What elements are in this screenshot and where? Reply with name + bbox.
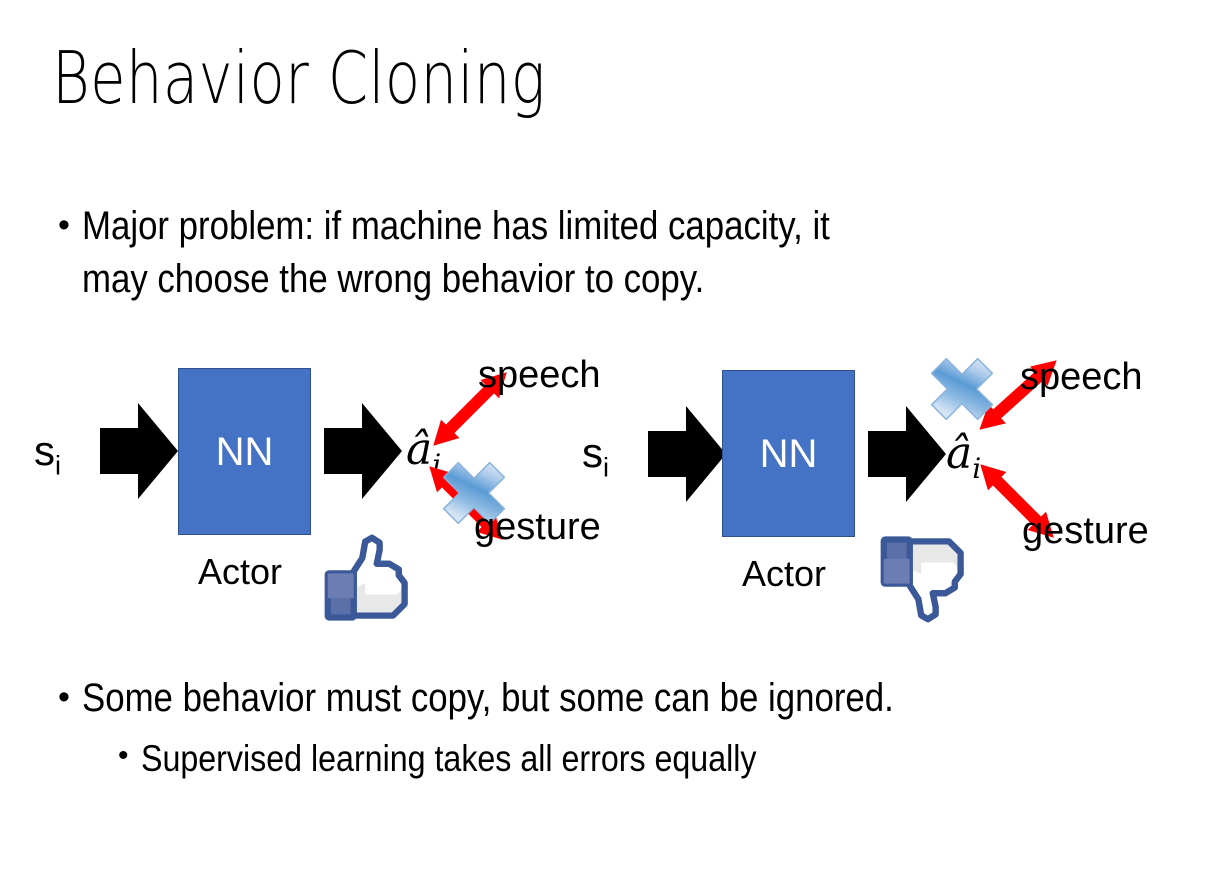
state-label-left: si (34, 427, 61, 481)
thumbs-up-icon (322, 533, 418, 629)
bullet-marker-icon: • (58, 206, 70, 244)
state-label-right: si (582, 429, 609, 483)
bullet-text-supervised-learning: Supervised learning takes all errors equ… (140, 738, 757, 779)
arrow-shaft (868, 431, 910, 477)
arrow-head (362, 403, 402, 499)
bullet-item-supervised-learning: • Supervised learning takes all errors e… (118, 735, 1178, 784)
actor-caption-left: Actor (198, 551, 283, 592)
thumbs-down-icon (878, 528, 974, 624)
diagram-right: si NN Actor âi (570, 340, 1150, 640)
diagram-left: si NN Actor âi speech (22, 340, 602, 640)
output-arrow-right-icon (868, 406, 946, 502)
nn-box-left: NN (178, 368, 311, 535)
output-label-gesture-right: gesture (1022, 510, 1149, 552)
page-title: Behavior Cloning (52, 36, 546, 120)
input-arrow-right-icon (648, 406, 726, 502)
output-label-speech-left: speech (478, 354, 601, 396)
bullet-text-some-behavior: Some behavior must copy, but some can be… (81, 676, 894, 720)
bullet-marker-icon: • (58, 678, 70, 716)
nn-box-right: NN (722, 370, 855, 537)
bullet-item-problem: • Major problem: if machine has limited … (58, 200, 1158, 306)
arrow-shaft (100, 428, 142, 474)
bullet-item-some-behavior: • Some behavior must copy, but some can … (58, 672, 1188, 725)
output-arrow-left-icon (324, 403, 402, 499)
actor-caption-right: Actor (742, 553, 827, 594)
cross-out-speech-right-icon (925, 352, 999, 426)
action-label-right: âi (946, 428, 982, 485)
arrow-head (686, 406, 726, 502)
arrow-shaft (324, 428, 366, 474)
nn-box-label-right: NN (759, 431, 818, 476)
arrow-shaft (648, 431, 690, 477)
nn-box-label-left: NN (215, 429, 274, 474)
bullet-text-problem: Major problem: if machine has limited ca… (81, 204, 830, 301)
action-label-left: âi (406, 424, 442, 481)
cross-out-gesture-left-icon (437, 456, 511, 530)
input-arrow-left-icon (100, 403, 178, 499)
arrow-head (138, 403, 178, 499)
output-label-speech-right: speech (1020, 356, 1143, 398)
arrow-head (906, 406, 946, 502)
output-label-gesture-left: gesture (474, 506, 601, 548)
bullet-marker-icon: • (118, 739, 129, 772)
